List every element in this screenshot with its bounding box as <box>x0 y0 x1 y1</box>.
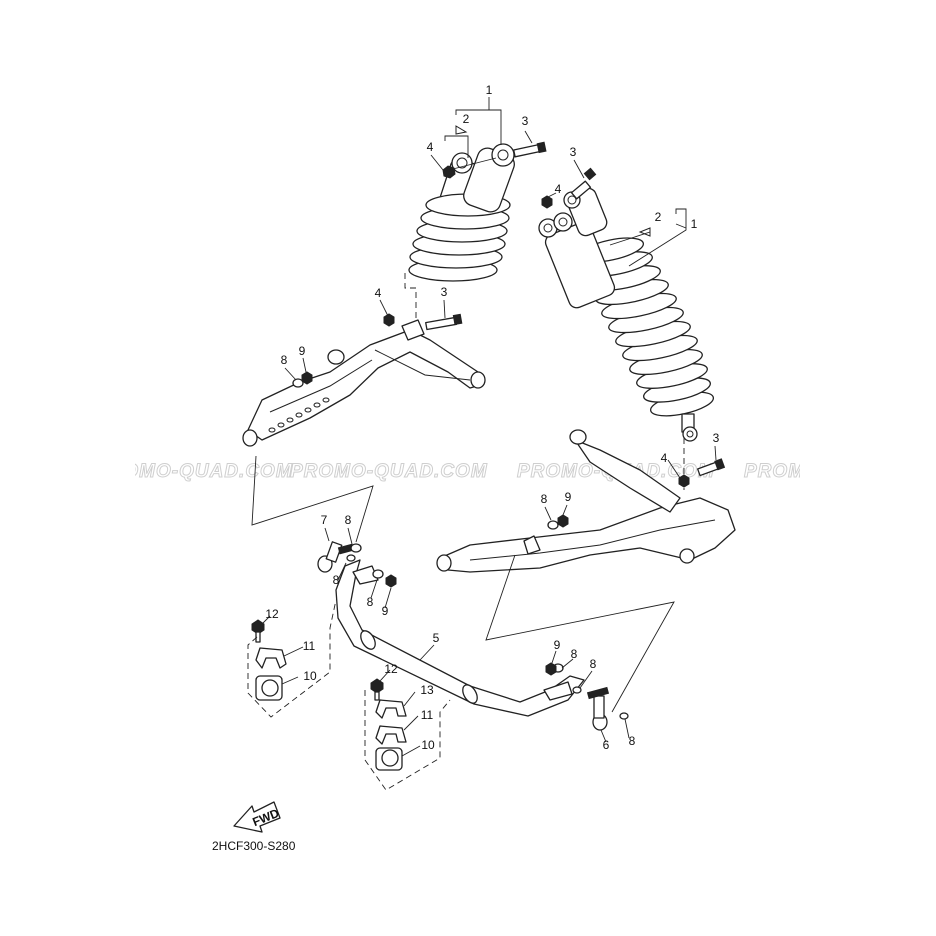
fwd-label: FWD <box>250 806 281 829</box>
callout-1: 1 <box>691 217 698 231</box>
callout-10: 10 <box>303 669 317 683</box>
right-shock-absorber <box>538 167 726 490</box>
left-shock-spring <box>408 193 511 282</box>
callout-3: 3 <box>522 114 529 128</box>
watermark-text: PROMO-QUAD.COM <box>95 461 293 482</box>
callout-8: 8 <box>345 513 352 527</box>
callout-8: 8 <box>333 573 340 587</box>
right-control-arm <box>436 429 736 573</box>
callout-3: 3 <box>713 431 720 445</box>
callout-4: 4 <box>661 451 668 465</box>
bushing-clamp-set-right <box>370 678 407 771</box>
callout-8: 8 <box>367 595 374 609</box>
callout-11: 11 <box>421 708 434 722</box>
callout-4: 4 <box>375 286 382 300</box>
callout-7: 7 <box>321 513 328 527</box>
callout-12: 12 <box>265 607 279 621</box>
watermark-band: PROMO-QUAD.COM PROMO-QUAD.COM PROMO-QUAD… <box>95 461 936 483</box>
forward-direction-arrow: FWD <box>233 801 281 833</box>
stabilizer-bar <box>335 559 585 717</box>
right-shock-top-nut <box>541 195 553 209</box>
left-shock-top-bolt <box>513 141 547 158</box>
bushing-clamp-set-left <box>251 619 287 701</box>
callout-8: 8 <box>541 492 548 506</box>
left-control-arm <box>242 313 486 447</box>
callout-9: 9 <box>299 344 306 358</box>
callout-5: 5 <box>433 631 440 645</box>
stabilizer-link-right <box>545 662 629 731</box>
callout-8: 8 <box>571 647 578 661</box>
callout-8: 8 <box>281 353 288 367</box>
callout-3: 3 <box>441 285 448 299</box>
callout-8: 8 <box>629 734 636 748</box>
callout-3: 3 <box>570 145 577 159</box>
callout-4: 4 <box>555 182 562 196</box>
callout-1: 1 <box>486 83 493 97</box>
diagram-code: 2HCF300-S280 <box>212 839 296 853</box>
leader-lines <box>261 130 717 757</box>
callout-8: 8 <box>590 657 597 671</box>
stabilizer-link-left <box>317 541 362 573</box>
watermark-text: PROMO-QUAD.COM <box>744 461 936 482</box>
callout-4: 4 <box>427 140 434 154</box>
callout-10: 10 <box>421 738 435 752</box>
callout-labels: 1 2 3 4 3 4 2 1 4 3 8 9 3 4 8 9 7 8 8 8 … <box>265 83 719 752</box>
callout-9: 9 <box>554 638 561 652</box>
callout-2: 2 <box>655 210 662 224</box>
watermark-text: PROMO-QUAD.COM <box>290 461 488 482</box>
callout-12: 12 <box>384 662 398 676</box>
callout-2: 2 <box>463 112 470 126</box>
right-shock-bottom-bolt <box>696 458 726 477</box>
right-shock-top-bolt <box>570 167 597 200</box>
callout-6: 6 <box>603 738 610 752</box>
callout-13: 13 <box>420 683 434 697</box>
callout-9: 9 <box>565 490 572 504</box>
callout-9: 9 <box>382 604 389 618</box>
callout-11: 11 <box>303 639 316 653</box>
left-shock-absorber <box>408 141 547 282</box>
left-arm-holes <box>268 397 330 433</box>
